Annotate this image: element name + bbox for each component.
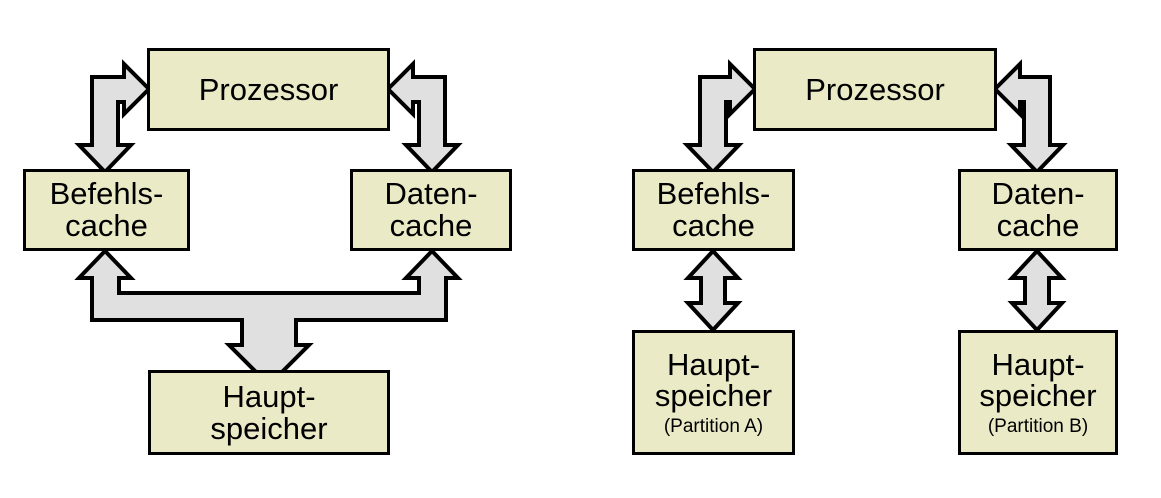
- prozessor-box-right[interactable]: Prozessor: [753, 48, 997, 131]
- arrow-prozessor-befehlscache-right: [682, 59, 758, 175]
- hauptspeicher-partition-b-label-line-2: speicher: [979, 378, 1097, 414]
- prozessor-box-right-label-line-1: Prozessor: [805, 71, 945, 107]
- hauptspeicher-partition-a-label-line-2: speicher: [654, 378, 773, 414]
- hauptspeicher-partition-a-sublabel: (Partition A): [663, 415, 764, 437]
- arrow-prozessor-befehlscache: [74, 59, 152, 175]
- befehlscache-box-right-label-line-1: Befehls-: [656, 176, 771, 212]
- befehlscache-box-label-line-2: cache: [65, 208, 148, 243]
- hauptspeicher-partition-b-sublabel: (Partition B): [987, 415, 1089, 437]
- datencache-box[interactable]: Daten- cache: [350, 169, 512, 251]
- hauptspeicher-partition-b-box[interactable]: Haupt- speicher (Partition B): [958, 330, 1118, 455]
- arrow-hauptspeicher-caches: [74, 248, 463, 388]
- hauptspeicher-partition-a-label-line-1: Haupt-: [666, 346, 761, 382]
- befehlscache-box-right[interactable]: Befehls- cache: [632, 169, 795, 251]
- datencache-box-right-label-line-2: cache: [996, 208, 1080, 243]
- datencache-box-right-label-line-1: Daten-: [991, 176, 1085, 212]
- befehlscache-box-right-label-line-2: cache: [672, 208, 755, 243]
- arrow-datencache-hauptspeicher-b: [1007, 248, 1067, 333]
- datencache-box-label-line-1: Daten-: [384, 176, 478, 212]
- befehlscache-box-label-line-1: Befehls-: [49, 176, 164, 212]
- arrow-prozessor-datencache: [385, 59, 463, 175]
- hauptspeicher-box[interactable]: Haupt- speicher: [148, 370, 390, 455]
- datencache-box-right[interactable]: Daten- cache: [958, 169, 1118, 251]
- befehlscache-box[interactable]: Befehls- cache: [23, 169, 190, 251]
- hauptspeicher-box-label-line-1: Haupt-: [222, 378, 316, 414]
- hauptspeicher-partition-a-box[interactable]: Haupt- speicher (Partition A): [632, 330, 795, 455]
- arrow-prozessor-datencache-right: [992, 59, 1068, 175]
- prozessor-box[interactable]: Prozessor: [147, 48, 390, 131]
- hauptspeicher-partition-b-label-line-1: Haupt-: [991, 346, 1085, 382]
- datencache-box-label-line-2: cache: [389, 208, 473, 243]
- prozessor-box-label-line-1: Prozessor: [198, 71, 339, 107]
- hauptspeicher-box-label-line-2: speicher: [210, 410, 328, 446]
- arrow-befehlscache-hauptspeicher-a: [683, 248, 743, 333]
